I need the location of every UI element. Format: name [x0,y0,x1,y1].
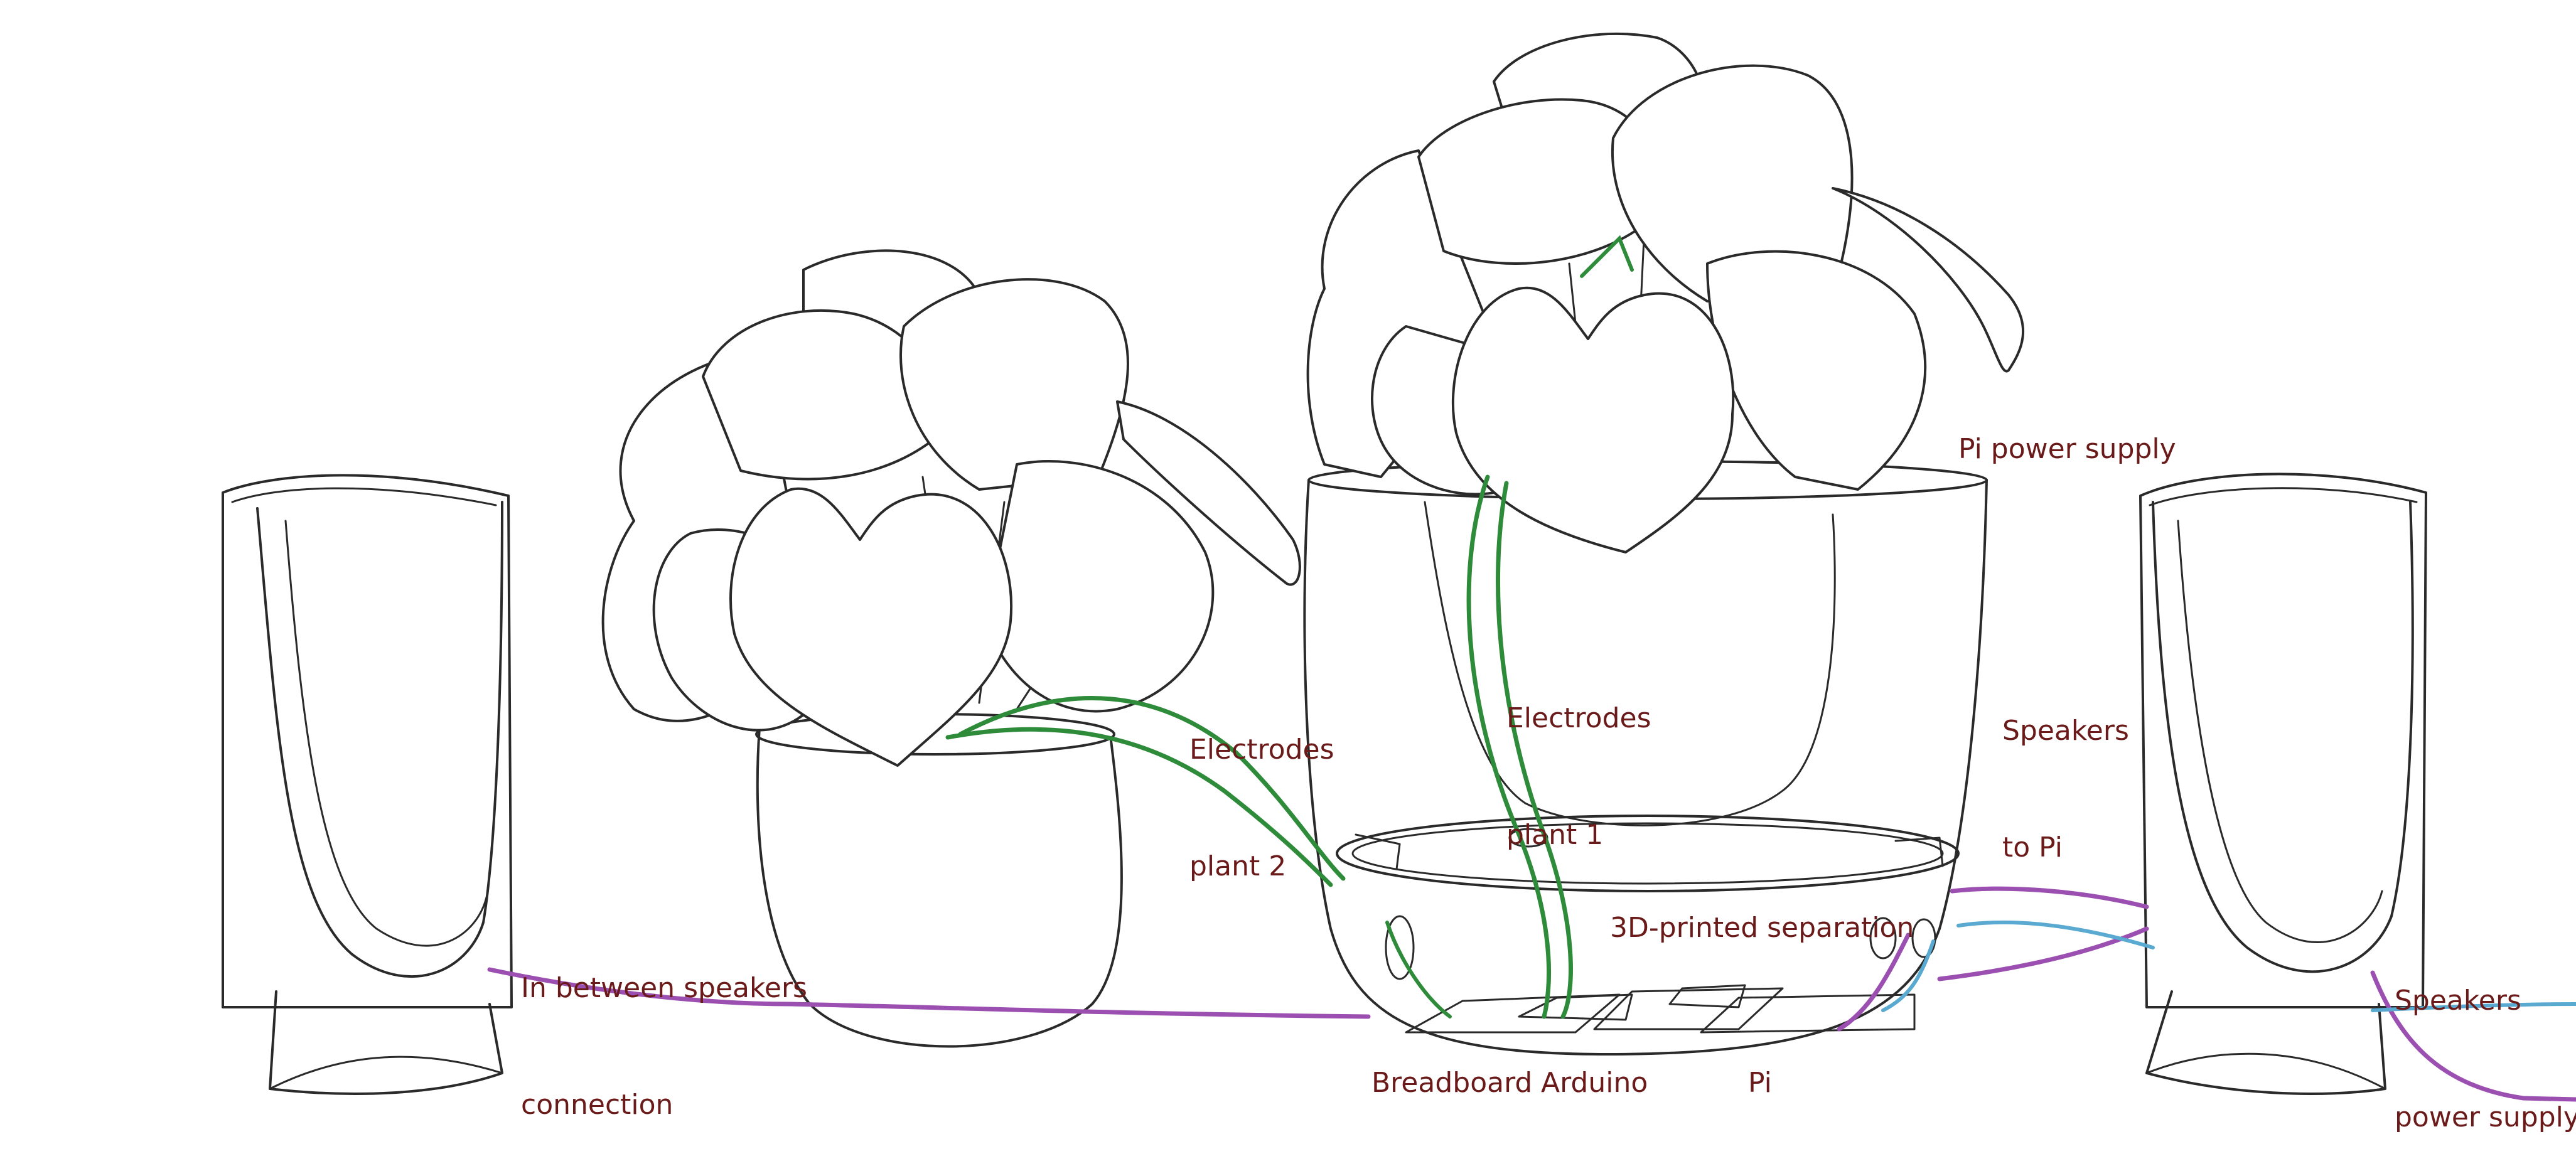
label-between-speakers: In between speakers connection [521,891,807,1163]
label-electrodes-plant-1-line2: plant 1 [1506,819,1604,851]
label-speakers-power-supply-line1: Speakers [2395,985,2521,1017]
plant-2-pot [755,713,1123,1048]
label-arduino: Arduino [1541,1067,1648,1099]
label-breadboard: Breadboard [1371,1067,1533,1099]
label-electrodes-plant-1: Electrodes plant 1 [1506,621,1651,894]
electrode-wires [945,235,1634,1019]
label-electrodes-plant-2-line2: plant 2 [1189,850,1287,882]
label-electrodes-plant-2: Electrodes plant 2 [1189,653,1334,925]
label-speakers-power-supply: Speakers power supply [2395,904,2576,1176]
label-between-speakers-line1: In between speakers [521,972,807,1004]
label-3d-printed-separation: 3D-printed separation [1610,912,1914,944]
speaker-pi-wires [1881,920,2576,1012]
label-electrodes-plant-2-line1: Electrodes [1189,734,1334,766]
label-between-speakers-line2: connection [521,1089,674,1121]
label-pi: Pi [1748,1067,1772,1099]
speaker-link-wires [487,886,2576,1102]
plant-1-leaves [1306,32,2024,553]
label-speakers-to-pi: Speakers to Pi [2002,634,2129,906]
label-speakers-power-supply-line2: power supply [2395,1101,2576,1133]
label-speakers-to-pi-line1: Speakers [2002,715,2129,747]
left-speaker [222,474,513,1095]
plant-2-leaves [601,249,1301,767]
label-pi-power-supply: Pi power supply [1958,433,2176,465]
diagram-canvas [222,32,2576,1102]
label-speakers-to-pi-line2: to Pi [2002,831,2063,863]
label-electrodes-plant-1-line1: Electrodes [1506,702,1651,734]
right-speaker [2139,473,2427,1095]
